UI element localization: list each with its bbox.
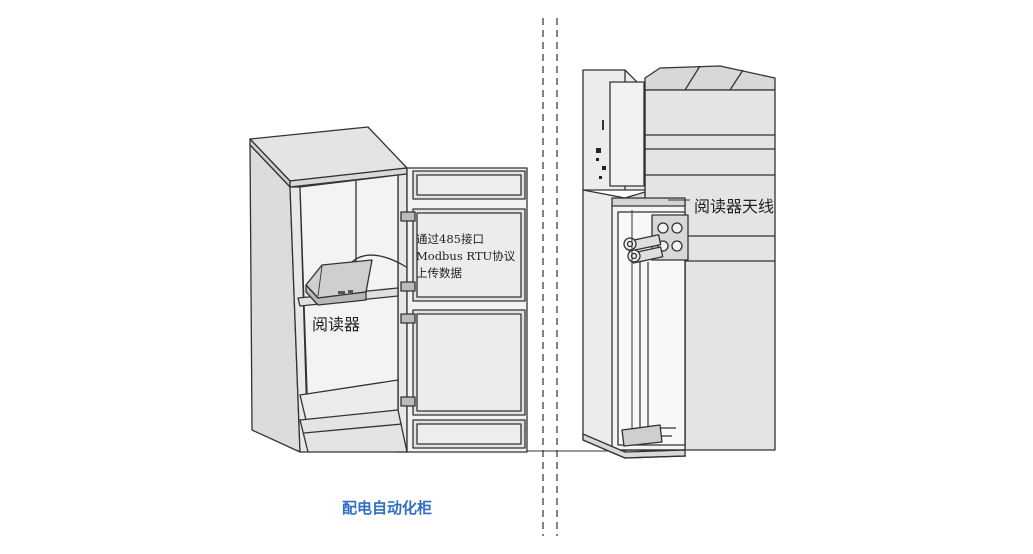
connection-wire [527,450,621,455]
antenna-label: 阅读器天线 [694,197,775,216]
switchgear-cabinet [582,65,776,459]
note-line: 通过485接口 [416,232,484,246]
reader-label: 阅读器 [312,315,361,334]
distribution-cabinet [249,126,409,453]
note-line: Modbus RTU协议 [416,249,516,263]
door-hinge [400,396,416,407]
figure-caption: 配电自动化柜 [342,499,433,517]
reader-cable [351,254,409,269]
note-line: 上传数据 [416,266,462,280]
door-hinge [400,281,416,292]
reader-antenna [623,234,664,264]
cabinet-door [400,167,528,453]
data-upload-note: 通过485接口 Modbus RTU协议 上传数据 [416,231,515,282]
indicator-icon [596,148,601,153]
dashed-divider [542,18,558,536]
door-hinge [400,211,416,222]
door-hinge [400,313,416,324]
